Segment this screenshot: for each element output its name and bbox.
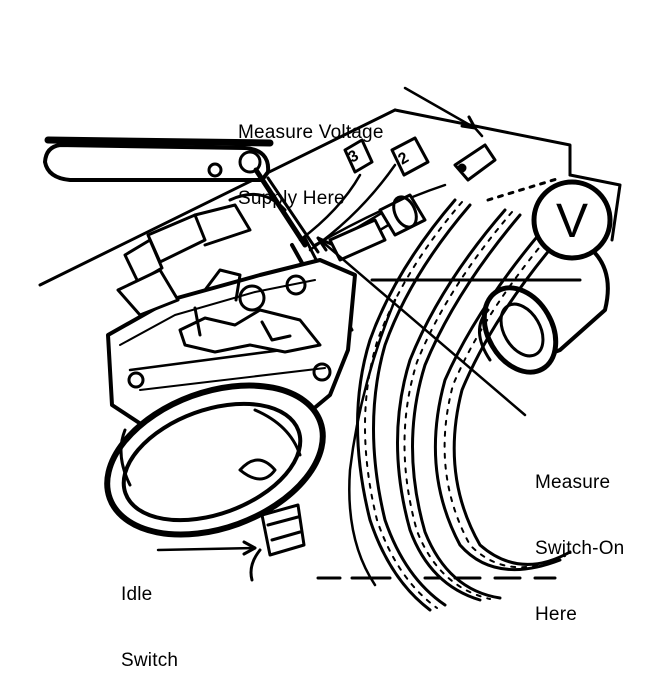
voltage-supply-callout: Measure Voltage Supply Here	[238, 78, 384, 232]
switch-on-line3: Here	[535, 604, 577, 625]
voltage-supply-line2: Supply Here	[238, 188, 345, 209]
connector-2	[390, 136, 430, 177]
idle-switch	[249, 503, 306, 582]
idle-line2: Switch	[121, 650, 179, 671]
leader-switch-on	[316, 236, 527, 417]
throttle-body-diagram: 3 2 V	[38, 86, 622, 612]
connector-3	[343, 138, 374, 174]
sensor-plug	[116, 192, 287, 317]
voltage-supply-line1: Measure Voltage	[238, 122, 384, 143]
idle-switch-callout: Idle Switch	[121, 540, 178, 694]
center-boot	[328, 193, 427, 262]
switch-on-callout: Measure Switch-On Here	[535, 428, 624, 648]
leader-idle	[156, 540, 257, 556]
linkage-mechanism	[178, 268, 322, 354]
leader-supply	[403, 86, 484, 138]
voltmeter-icon	[531, 179, 613, 261]
hose-texture	[364, 176, 568, 609]
throttle-bore	[104, 382, 326, 538]
switch-on-line1: Measure	[535, 472, 611, 493]
hoses	[348, 198, 577, 612]
panel-outline	[38, 108, 622, 287]
connector-supply	[453, 143, 497, 182]
switch-on-line2: Switch-On	[535, 538, 625, 559]
voltmeter-symbol: V	[556, 195, 588, 248]
idle-line1: Idle	[121, 584, 153, 605]
